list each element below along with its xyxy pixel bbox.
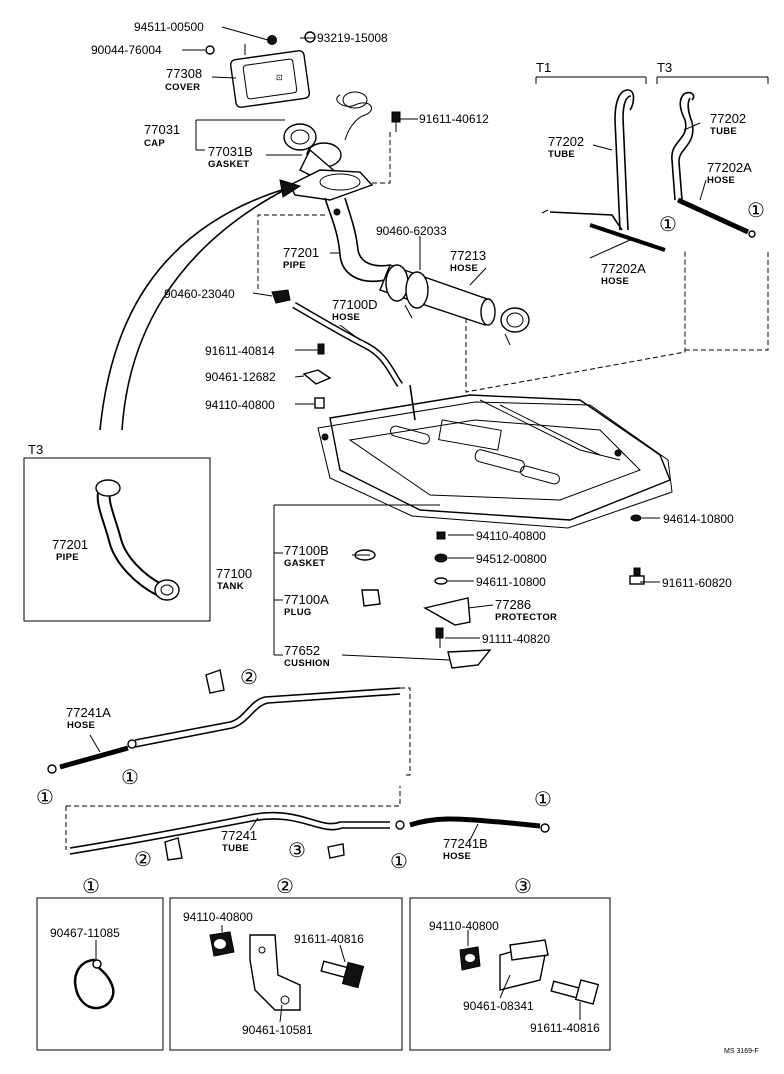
- detail-box-3: [409, 897, 611, 1051]
- part-number: 90461-10581: [242, 1023, 313, 1037]
- part-number: 94110-40800: [476, 529, 546, 543]
- t3-inset: [23, 457, 211, 622]
- part-name: PLUG: [284, 607, 312, 618]
- callout-2: ②: [134, 849, 152, 871]
- part-name: CUSHION: [284, 658, 330, 669]
- callout-1: ①: [121, 767, 139, 789]
- cover-assembly: ⊡: [205, 31, 316, 108]
- part-number: 77031: [144, 122, 180, 137]
- hose-77213: [379, 264, 530, 346]
- part-number: 91611-40816: [294, 932, 364, 946]
- part-number: 94611-10800: [476, 575, 546, 589]
- part-number: 77241A: [66, 705, 111, 720]
- part-number: 77100B: [284, 543, 329, 558]
- part-number: 94110-40800: [205, 398, 275, 412]
- detail-box-1: [36, 897, 164, 1051]
- part-number: 91611-40612: [419, 112, 489, 126]
- part-number: 77202A: [601, 261, 646, 276]
- callout-1: ①: [534, 789, 552, 811]
- part-name: CAP: [144, 138, 165, 149]
- tank-group-bracket: [273, 504, 451, 661]
- callout-3: ③: [288, 840, 306, 862]
- part-name: HOSE: [443, 851, 471, 862]
- callouts: ① ① ② ① ① ① ② ③ ① ① ② ③: [36, 200, 765, 898]
- hose-77100d: [271, 289, 403, 409]
- drawing-code: MS 3169-F: [724, 1048, 759, 1055]
- part-name: TUBE: [548, 149, 575, 160]
- part-name: GASKET: [284, 558, 325, 569]
- part-number: 77201: [52, 537, 88, 552]
- variant-label: T1: [536, 60, 551, 75]
- part-number: 77308: [166, 66, 202, 81]
- part-name: COVER: [165, 82, 200, 93]
- part-name: PIPE: [283, 260, 306, 271]
- callout-2: ②: [276, 876, 294, 898]
- part-number: 77202A: [707, 160, 752, 175]
- inset-pointer-arrow: [99, 179, 302, 431]
- part-number: 77100A: [284, 592, 329, 607]
- part-number: 94511-00500: [134, 20, 204, 34]
- part-number: 91611-40814: [205, 344, 275, 358]
- leader-lines: [89, 26, 707, 1023]
- part-number: 90467-11085: [50, 926, 120, 940]
- filler-pipe: [289, 169, 391, 282]
- part-number: 91611-40816: [530, 1021, 600, 1035]
- variant-t1-tube: [535, 76, 666, 252]
- part-number: 77241: [221, 828, 257, 843]
- part-number: 77213: [450, 248, 486, 263]
- part-number: 77202: [710, 111, 746, 126]
- callout-1: ①: [36, 787, 54, 809]
- callout-1: ①: [747, 200, 765, 222]
- part-number: 77652: [284, 643, 320, 658]
- part-name: GASKET: [208, 159, 249, 170]
- part-name: TUBE: [222, 843, 249, 854]
- svg-text:⊡: ⊡: [276, 73, 283, 82]
- variant-label: T3: [28, 442, 43, 457]
- detail-box-2: [169, 897, 403, 1051]
- part-name: HOSE: [332, 312, 360, 323]
- part-number: 77031B: [208, 144, 253, 159]
- part-number: 90460-62033: [376, 224, 447, 238]
- callout-1: ①: [659, 214, 677, 236]
- dashed-guides: [257, 132, 769, 393]
- part-name: HOSE: [450, 263, 478, 274]
- part-name: PIPE: [56, 552, 79, 563]
- part-name: TUBE: [710, 126, 737, 137]
- part-number: 94110-40800: [183, 910, 253, 924]
- callout-1: ①: [82, 876, 100, 898]
- part-number: 77286: [495, 597, 531, 612]
- callout-2: ②: [240, 667, 258, 689]
- part-number: 94110-40800: [429, 919, 499, 933]
- part-name: HOSE: [601, 276, 629, 287]
- part-number: 91611-60820: [662, 576, 732, 590]
- part-number: 94614-10800: [663, 512, 734, 526]
- callout-1: ①: [390, 851, 408, 873]
- part-number: 77201: [283, 245, 319, 260]
- part-number: 94512-00800: [476, 552, 547, 566]
- fuel-tank: [317, 384, 673, 529]
- tube-77241-assembly: [47, 669, 550, 861]
- callout-3: ③: [514, 876, 532, 898]
- part-number: 90044-76004: [91, 43, 162, 57]
- part-name: HOSE: [707, 175, 735, 186]
- part-number: 91111-40820: [482, 632, 550, 646]
- variant-label: T3: [657, 60, 672, 75]
- part-number: 90461-08341: [463, 999, 534, 1013]
- part-number: 77241B: [443, 836, 488, 851]
- part-labels: 94511-00500 93219-15008 90044-76004 7730…: [28, 20, 759, 1055]
- part-name: TANK: [217, 581, 244, 592]
- part-number: 93219-15008: [317, 31, 388, 45]
- part-name: PROTECTOR: [495, 612, 557, 623]
- part-number: 90461-12682: [205, 370, 276, 384]
- part-number: 90460-23040: [164, 287, 235, 301]
- small-fasteners: [354, 514, 645, 669]
- variant-t3-tube: [656, 76, 769, 238]
- part-number: 77202: [548, 134, 584, 149]
- part-number: 77100: [216, 566, 252, 581]
- part-number: 77100D: [332, 297, 378, 312]
- part-name: HOSE: [67, 720, 95, 731]
